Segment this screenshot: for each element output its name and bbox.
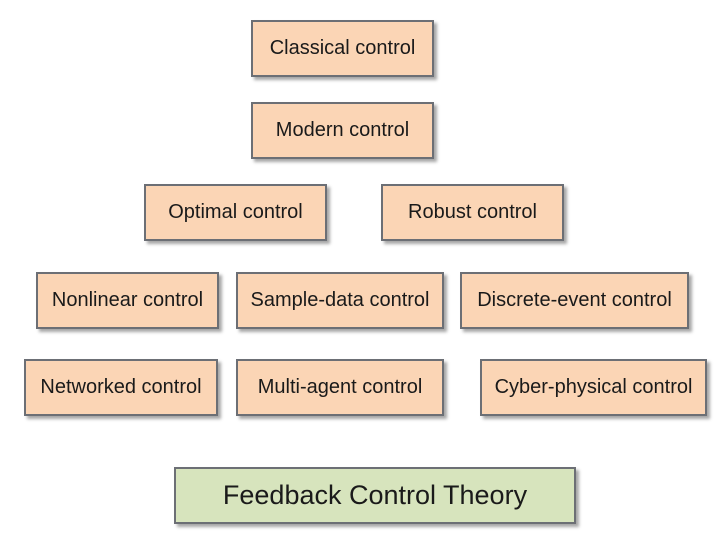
node-label: Nonlinear control	[51, 289, 204, 311]
base-label: Feedback Control Theory	[222, 480, 528, 510]
node-label: Classical control	[269, 37, 416, 59]
node-cyber-physical-control: Cyber-physical control	[480, 359, 707, 416]
node-sample-data-control: Sample-data control	[236, 272, 444, 329]
node-label: Multi-agent control	[257, 376, 423, 398]
node-classical-control: Classical control	[251, 20, 434, 77]
base-node-feedback-control-theory: Feedback Control Theory	[174, 467, 576, 524]
node-networked-control: Networked control	[24, 359, 218, 416]
node-discrete-event-control: Discrete-event control	[460, 272, 689, 329]
node-robust-control: Robust control	[381, 184, 564, 241]
node-modern-control: Modern control	[251, 102, 434, 159]
node-optimal-control: Optimal control	[144, 184, 327, 241]
node-label: Discrete-event control	[477, 289, 672, 311]
node-label: Modern control	[275, 119, 410, 141]
node-label: Networked control	[40, 376, 202, 398]
node-label: Cyber-physical control	[494, 376, 693, 398]
node-label: Sample-data control	[250, 289, 430, 311]
node-multi-agent-control: Multi-agent control	[236, 359, 444, 416]
node-nonlinear-control: Nonlinear control	[36, 272, 219, 329]
node-label: Robust control	[408, 201, 537, 223]
node-label: Optimal control	[168, 201, 303, 223]
